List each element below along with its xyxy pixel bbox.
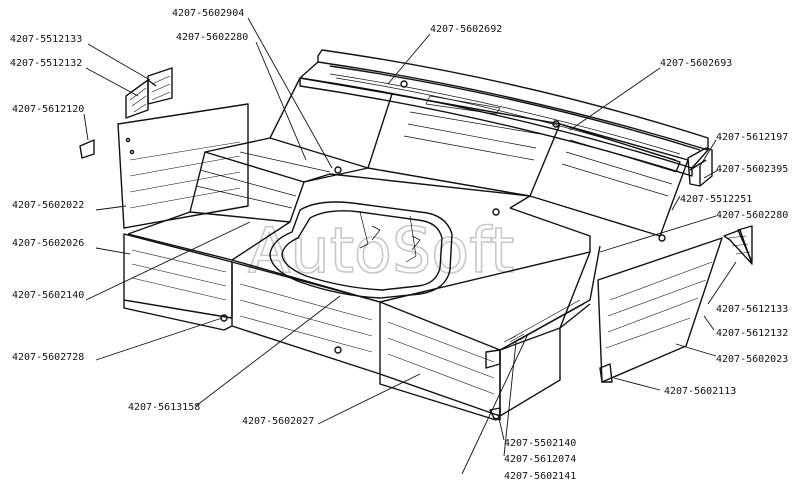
label-4207-5613158: 4207-5613158 [128,402,200,413]
label-4207-5602395: 4207-5602395 [716,164,788,175]
label-4207-5602023: 4207-5602023 [716,354,788,365]
label-4207-5612132: 4207-5612132 [716,328,788,339]
right-side-panel [597,237,723,383]
label-4207-5612120: 4207-5612120 [12,104,84,115]
label-4207-5602026: 4207-5602026 [12,238,84,249]
trim-pieces [79,67,753,265]
label-4207-5512132: 4207-5512132 [10,58,82,69]
label-4207-5612197: 4207-5612197 [716,132,788,143]
left-front-panel [123,233,233,331]
label-4207-5602728: 4207-5602728 [12,352,84,363]
label-4207-5612133: 4207-5612133 [716,304,788,315]
label-4207-5502140: 4207-5502140 [504,438,576,449]
right-seat-end [499,245,601,417]
label-4207-5602692: 4207-5602692 [430,24,502,35]
label-4207-5602693: 4207-5602693 [660,58,732,69]
part-labels: 4207-5512133 4207-5512132 4207-5612120 4… [10,8,788,482]
label-4207-5602027: 4207-5602027 [242,416,314,427]
right-front-panel [379,301,501,421]
leader-lines [83,17,737,475]
label-4207-5512251: 4207-5512251 [680,194,752,205]
label-4207-5512133: 4207-5512133 [10,34,82,45]
label-4207-5612074: 4207-5612074 [504,454,576,465]
line-art [79,49,753,421]
hatching [129,75,751,343]
label-4207-5602141: 4207-5602141 [504,471,576,482]
back-panels [269,77,689,237]
label-4207-5602022: 4207-5602022 [12,200,84,211]
watermark-text: AutoSoft [248,214,514,287]
label-4207-5602280-top: 4207-5602280 [176,32,248,43]
label-4207-5602140: 4207-5602140 [12,290,84,301]
left-side-panel [117,103,249,229]
label-4207-5602113: 4207-5602113 [664,386,736,397]
label-4207-5602904: 4207-5602904 [172,8,244,19]
label-4207-5602280-right: 4207-5602280 [716,210,788,221]
